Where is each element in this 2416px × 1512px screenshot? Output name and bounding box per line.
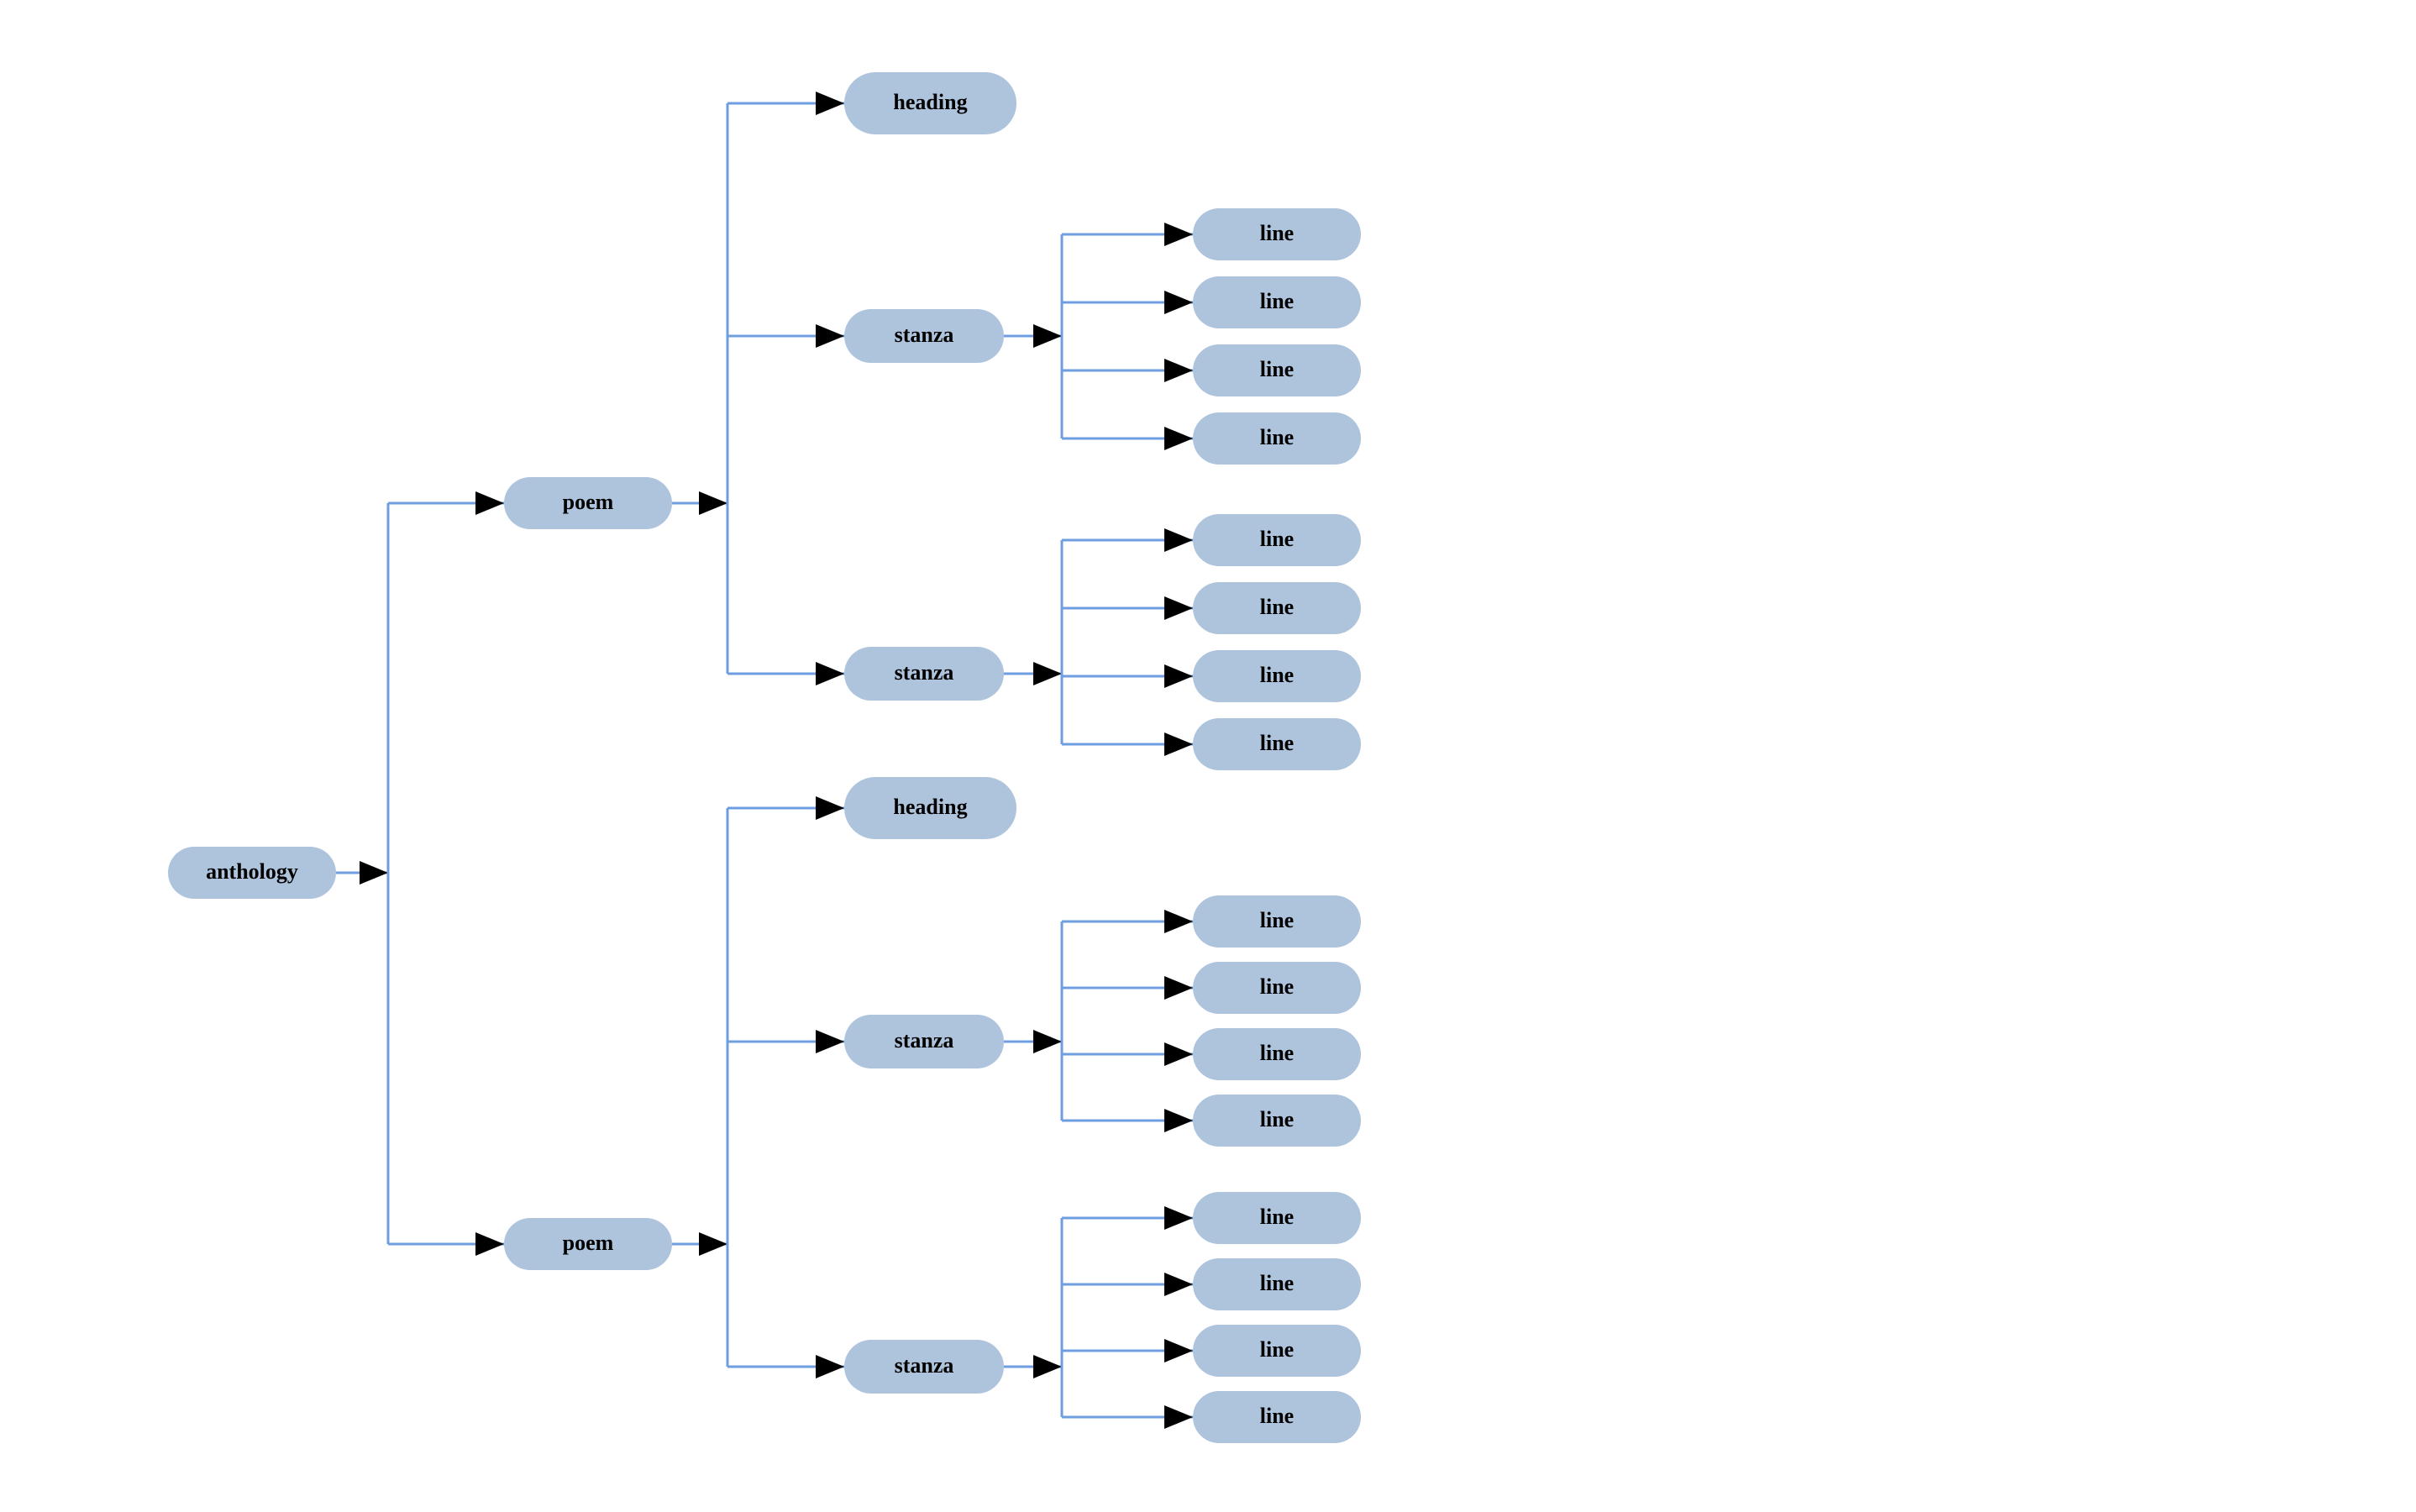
node-p1s1-line1[interactable]: line bbox=[1193, 208, 1361, 260]
arrow-into-p1s1-line2 bbox=[1164, 291, 1193, 314]
arrow-into-bus-poem1 bbox=[699, 491, 727, 515]
node-shape-poem2-stanza2[interactable] bbox=[844, 1340, 1004, 1394]
arrow-into-poem1-stanza1 bbox=[816, 324, 844, 348]
arrow-into-bus-poem1-stanza2 bbox=[1033, 662, 1062, 685]
node-shape-p1s1-line2[interactable] bbox=[1193, 276, 1361, 328]
arrow-into-p2s2-line2 bbox=[1164, 1273, 1193, 1296]
node-shape-p2s2-line1[interactable] bbox=[1193, 1192, 1361, 1244]
arrow-into-poem2 bbox=[475, 1232, 504, 1256]
node-shape-p2s1-line4[interactable] bbox=[1193, 1095, 1361, 1147]
arrow-into-p2s1-line3 bbox=[1164, 1042, 1193, 1066]
node-shape-p2s2-line3[interactable] bbox=[1193, 1325, 1361, 1377]
edge-group-poem2-stanza2 bbox=[1004, 1206, 1193, 1429]
node-p1s1-line3[interactable]: line bbox=[1193, 344, 1361, 396]
arrow-into-p2s1-line2 bbox=[1164, 976, 1193, 1000]
node-p2s2-line4[interactable]: line bbox=[1193, 1391, 1361, 1443]
node-shape-poem1-stanza1[interactable] bbox=[844, 309, 1004, 363]
node-p2s1-line2[interactable]: line bbox=[1193, 962, 1361, 1014]
node-shape-p2s2-line4[interactable] bbox=[1193, 1391, 1361, 1443]
arrow-into-p1s2-line4 bbox=[1164, 732, 1193, 756]
node-shape-poem1-stanza2[interactable] bbox=[844, 647, 1004, 701]
edge-group-poem1-stanza1 bbox=[1004, 223, 1193, 450]
node-shape-p2s2-line2[interactable] bbox=[1193, 1258, 1361, 1310]
node-shape-poem2[interactable] bbox=[504, 1218, 672, 1270]
node-poem1[interactable]: poem bbox=[504, 477, 672, 529]
arrow-into-poem1-stanza2 bbox=[816, 662, 844, 685]
arrow-into-p2s2-line1 bbox=[1164, 1206, 1193, 1230]
edge-group-poem1 bbox=[672, 92, 844, 685]
arrow-into-p1s1-line3 bbox=[1164, 359, 1193, 382]
node-shape-p2s1-line2[interactable] bbox=[1193, 962, 1361, 1014]
edges-layer bbox=[336, 92, 1193, 1429]
arrow-into-bus-poem2-stanza2 bbox=[1033, 1355, 1062, 1378]
arrow-into-p2s1-line1 bbox=[1164, 910, 1193, 933]
node-p1s1-line2[interactable]: line bbox=[1193, 276, 1361, 328]
node-p2s2-line3[interactable]: line bbox=[1193, 1325, 1361, 1377]
node-poem2-heading[interactable]: heading bbox=[844, 777, 1016, 839]
arrow-into-p1s1-line4 bbox=[1164, 427, 1193, 450]
arrow-into-bus-poem2 bbox=[699, 1232, 727, 1256]
node-shape-p1s2-line1[interactable] bbox=[1193, 514, 1361, 566]
node-shape-poem2-stanza1[interactable] bbox=[844, 1015, 1004, 1068]
node-p2s1-line3[interactable]: line bbox=[1193, 1028, 1361, 1080]
arrow-into-p1s2-line3 bbox=[1164, 664, 1193, 688]
edge-group-poem1-stanza2 bbox=[1004, 528, 1193, 756]
edge-group-poem2-stanza1 bbox=[1004, 910, 1193, 1132]
arrow-into-poem2-heading bbox=[816, 796, 844, 820]
node-shape-p1s2-line4[interactable] bbox=[1193, 718, 1361, 770]
arrow-into-p2s1-line4 bbox=[1164, 1109, 1193, 1132]
node-shape-p1s1-line3[interactable] bbox=[1193, 344, 1361, 396]
node-shape-p1s1-line1[interactable] bbox=[1193, 208, 1361, 260]
arrow-into-bus-anthology bbox=[360, 861, 388, 885]
node-poem2[interactable]: poem bbox=[504, 1218, 672, 1270]
node-p2s1-line4[interactable]: line bbox=[1193, 1095, 1361, 1147]
node-poem1-stanza2[interactable]: stanza bbox=[844, 647, 1004, 701]
arrow-into-p1s2-line1 bbox=[1164, 528, 1193, 552]
node-poem2-stanza2[interactable]: stanza bbox=[844, 1340, 1004, 1394]
node-poem2-stanza1[interactable]: stanza bbox=[844, 1015, 1004, 1068]
node-p1s2-line3[interactable]: line bbox=[1193, 650, 1361, 702]
node-shape-poem1[interactable] bbox=[504, 477, 672, 529]
node-anthology[interactable]: anthology bbox=[168, 847, 336, 899]
node-shape-p1s2-line3[interactable] bbox=[1193, 650, 1361, 702]
node-shape-p2s1-line1[interactable] bbox=[1193, 895, 1361, 948]
arrow-into-poem1 bbox=[475, 491, 504, 515]
edge-group-poem2 bbox=[672, 796, 844, 1378]
arrow-into-poem1-heading bbox=[816, 92, 844, 115]
node-p2s1-line1[interactable]: line bbox=[1193, 895, 1361, 948]
node-p1s2-line1[interactable]: line bbox=[1193, 514, 1361, 566]
node-p1s2-line4[interactable]: line bbox=[1193, 718, 1361, 770]
node-p2s2-line2[interactable]: line bbox=[1193, 1258, 1361, 1310]
node-shape-poem1-heading[interactable] bbox=[844, 72, 1016, 134]
arrow-into-p2s2-line4 bbox=[1164, 1405, 1193, 1429]
node-p1s2-line2[interactable]: line bbox=[1193, 582, 1361, 634]
node-p2s2-line1[interactable]: line bbox=[1193, 1192, 1361, 1244]
arrow-into-poem2-stanza1 bbox=[816, 1030, 844, 1053]
arrow-into-p2s2-line3 bbox=[1164, 1339, 1193, 1362]
arrow-into-bus-poem2-stanza1 bbox=[1033, 1030, 1062, 1053]
edge-group-anthology bbox=[336, 491, 504, 1256]
node-poem1-stanza1[interactable]: stanza bbox=[844, 309, 1004, 363]
nodes-layer: anthology poem heading stanza stanza line line… bbox=[168, 72, 1361, 1443]
arrow-into-bus-poem1-stanza1 bbox=[1033, 324, 1062, 348]
arrow-into-p1s2-line2 bbox=[1164, 596, 1193, 620]
node-shape-p2s1-line3[interactable] bbox=[1193, 1028, 1361, 1080]
node-poem1-heading[interactable]: heading bbox=[844, 72, 1016, 134]
arrow-into-poem2-stanza2 bbox=[816, 1355, 844, 1378]
node-shape-anthology[interactable] bbox=[168, 847, 336, 899]
arrow-into-p1s1-line1 bbox=[1164, 223, 1193, 246]
node-p1s1-line4[interactable]: line bbox=[1193, 412, 1361, 465]
node-shape-p1s2-line2[interactable] bbox=[1193, 582, 1361, 634]
node-shape-p1s1-line4[interactable] bbox=[1193, 412, 1361, 465]
node-shape-poem2-heading[interactable] bbox=[844, 777, 1016, 839]
